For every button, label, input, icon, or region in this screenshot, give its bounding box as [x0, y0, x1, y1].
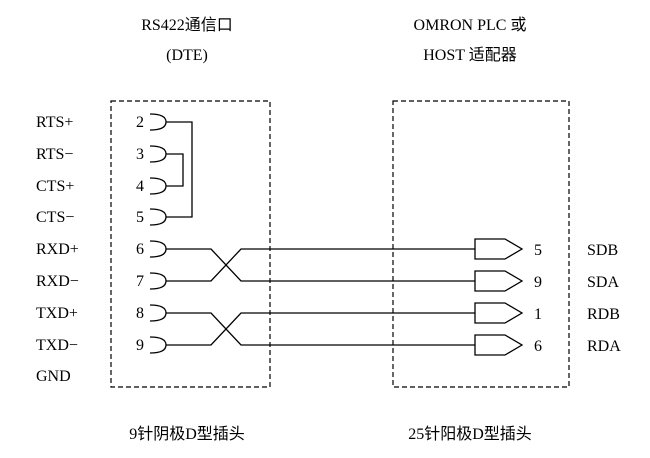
left-signal-label: RXD+ — [36, 241, 79, 258]
left-title-line2: (DTE) — [166, 47, 208, 64]
left-pin-number: 7 — [136, 273, 144, 290]
left-signal-label: GND — [36, 368, 71, 385]
right-connector-caption: 25针阳极D型插头 — [408, 425, 532, 443]
loopback-straps — [166, 121, 193, 218]
left-title-line1: RS422通信口 — [141, 16, 233, 34]
left-pin-number: 5 — [136, 209, 144, 226]
left-signal-label: TXD− — [36, 337, 78, 354]
left-pin-number: 6 — [136, 241, 144, 258]
right-title-line1: OMRON PLC 或 — [414, 16, 527, 34]
right-signal-label: RDB — [587, 306, 620, 323]
left-pin-number: 3 — [136, 146, 144, 163]
female-socket-contacts — [149, 113, 167, 354]
right-signal-label: RDA — [587, 338, 621, 355]
signal-wires — [166, 248, 475, 346]
left-connector-caption: 9针阴极D型插头 — [129, 425, 245, 443]
right-pin-number: 5 — [534, 242, 542, 259]
left-pin-number: 8 — [136, 305, 144, 322]
right-title-line2: HOST 适配器 — [423, 46, 517, 64]
right-pin-number: 9 — [534, 274, 542, 291]
left-signal-label: RTS+ — [36, 114, 73, 131]
left-pin-number: 9 — [136, 337, 144, 354]
right-pin-number: 1 — [534, 306, 542, 323]
left-signal-label: RTS− — [36, 146, 73, 163]
right-connector-box — [392, 100, 570, 388]
male-plug-pins — [474, 238, 524, 356]
right-signal-label: SDA — [587, 274, 619, 291]
left-signal-label: TXD+ — [36, 305, 78, 322]
left-signal-label: CTS+ — [36, 178, 74, 195]
left-signal-label: RXD− — [36, 273, 79, 290]
left-connector-box — [110, 100, 271, 388]
right-signal-label: SDB — [587, 242, 618, 259]
left-pin-number: 2 — [136, 114, 144, 131]
left-pin-number: 4 — [136, 178, 144, 195]
left-signal-label: CTS− — [36, 209, 74, 226]
right-pin-number: 6 — [534, 338, 542, 355]
